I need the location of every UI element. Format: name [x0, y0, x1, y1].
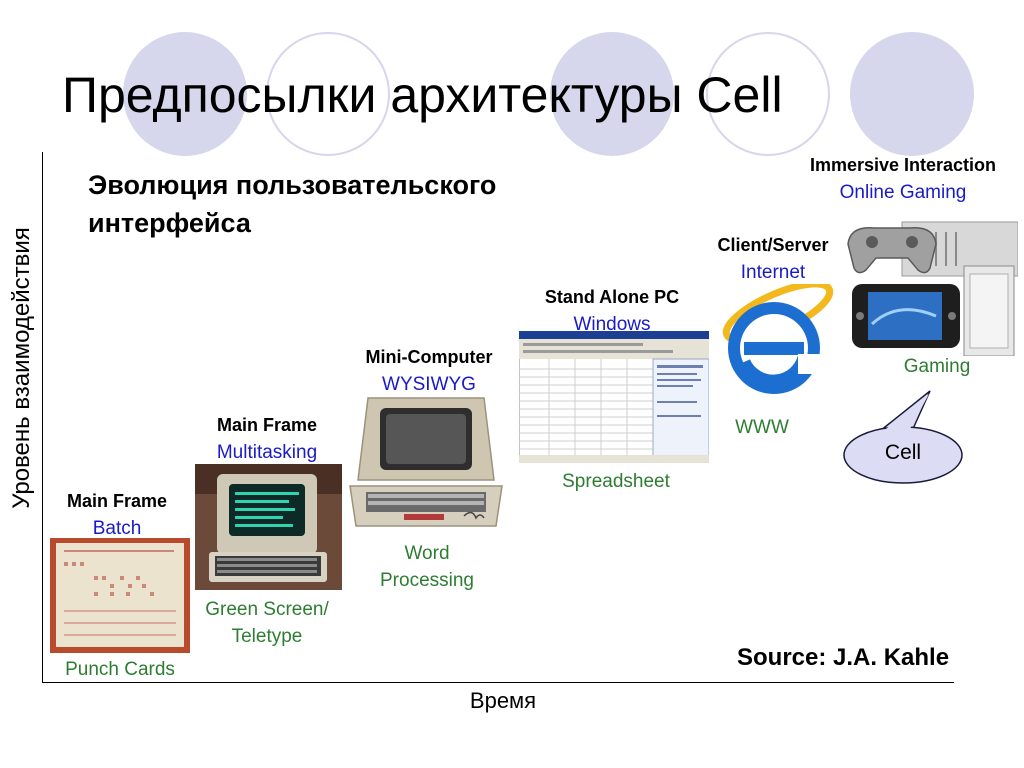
y-axis-line — [42, 152, 43, 682]
stage-5-header: Client/Server Internet — [717, 232, 828, 286]
stage-4-device: Spreadsheet — [562, 468, 670, 495]
internet-explorer-icon — [722, 284, 838, 394]
game-console-icon — [847, 221, 1018, 356]
x-axis-line — [42, 682, 954, 683]
subtitle-line-2: интерфейса — [88, 208, 251, 238]
terminal-icon — [195, 464, 342, 590]
slide-title: Предпосылки архитектуры Cell — [62, 67, 783, 123]
stage-3-platform: Mini-Computer — [365, 347, 493, 367]
spreadsheet-icon — [519, 331, 709, 463]
stage-6-device: Gaming — [904, 353, 971, 380]
stage-1-paradigm: Batch — [92, 518, 142, 539]
stage-1-device: Punch Cards — [65, 656, 175, 683]
stage-6-paradigm: Online Gaming — [839, 182, 967, 203]
punch-card-icon — [50, 538, 190, 653]
slide-subtitle: Эволюция пользовательского интерфейса — [88, 166, 496, 242]
stage-3-device: Word Processing — [380, 540, 474, 594]
stage-3-paradigm: WYSIWYG — [382, 374, 476, 395]
stage-6-platform: Immersive Interaction — [809, 155, 997, 175]
cell-callout-bubble — [843, 390, 963, 484]
decor-circle-2 — [266, 32, 390, 156]
stage-3-header: Mini-Computer WYSIWYG — [366, 344, 493, 398]
stage-2-device-line-1: Green Screen/ — [205, 599, 329, 620]
stage-2-header: Main Frame Multitasking — [217, 412, 317, 466]
stage-2-paradigm: Multitasking — [216, 442, 318, 463]
y-axis-label: Уровень взаимодействия — [8, 227, 35, 509]
decor-circle-1 — [123, 32, 247, 156]
stage-6-device-line-1: Gaming — [903, 356, 971, 377]
stage-2-device-line-2: Teletype — [231, 626, 303, 647]
stage-5-platform: Client/Server — [717, 235, 829, 255]
decor-circle-3 — [550, 32, 674, 156]
stage-1-platform: Main Frame — [66, 491, 168, 511]
stage-6-header: Immersive Interaction Online Gaming — [810, 152, 996, 206]
subtitle-line-1: Эволюция пользовательского — [88, 170, 497, 200]
stage-5-paradigm: Internet — [740, 262, 806, 283]
stage-5-device: WWW — [735, 414, 789, 441]
stage-1-header: Main Frame Batch — [67, 488, 167, 542]
stage-4-header: Stand Alone PC Windows — [545, 284, 679, 338]
stage-4-platform: Stand Alone PC — [544, 287, 680, 307]
stage-3-device-line-1: Word — [404, 543, 450, 564]
stage-1-device-line-1: Punch Cards — [65, 659, 175, 680]
source-credit: Source: J.A. Kahle — [737, 644, 950, 671]
cell-callout-text: Cell — [884, 441, 922, 464]
stage-4-paradigm: Windows — [573, 314, 651, 335]
stage-5-device-line-1: WWW — [735, 417, 789, 438]
decor-circle-4 — [706, 32, 830, 156]
stage-2-device: Green Screen/ Teletype — [205, 596, 329, 650]
stage-4-device-line-1: Spreadsheet — [562, 471, 670, 492]
x-axis-label: Время — [469, 688, 537, 713]
decor-circle-5 — [850, 32, 974, 156]
minicomputer-icon — [349, 397, 503, 527]
stage-2-platform: Main Frame — [216, 415, 318, 435]
stage-3-device-line-2: Processing — [380, 570, 474, 591]
